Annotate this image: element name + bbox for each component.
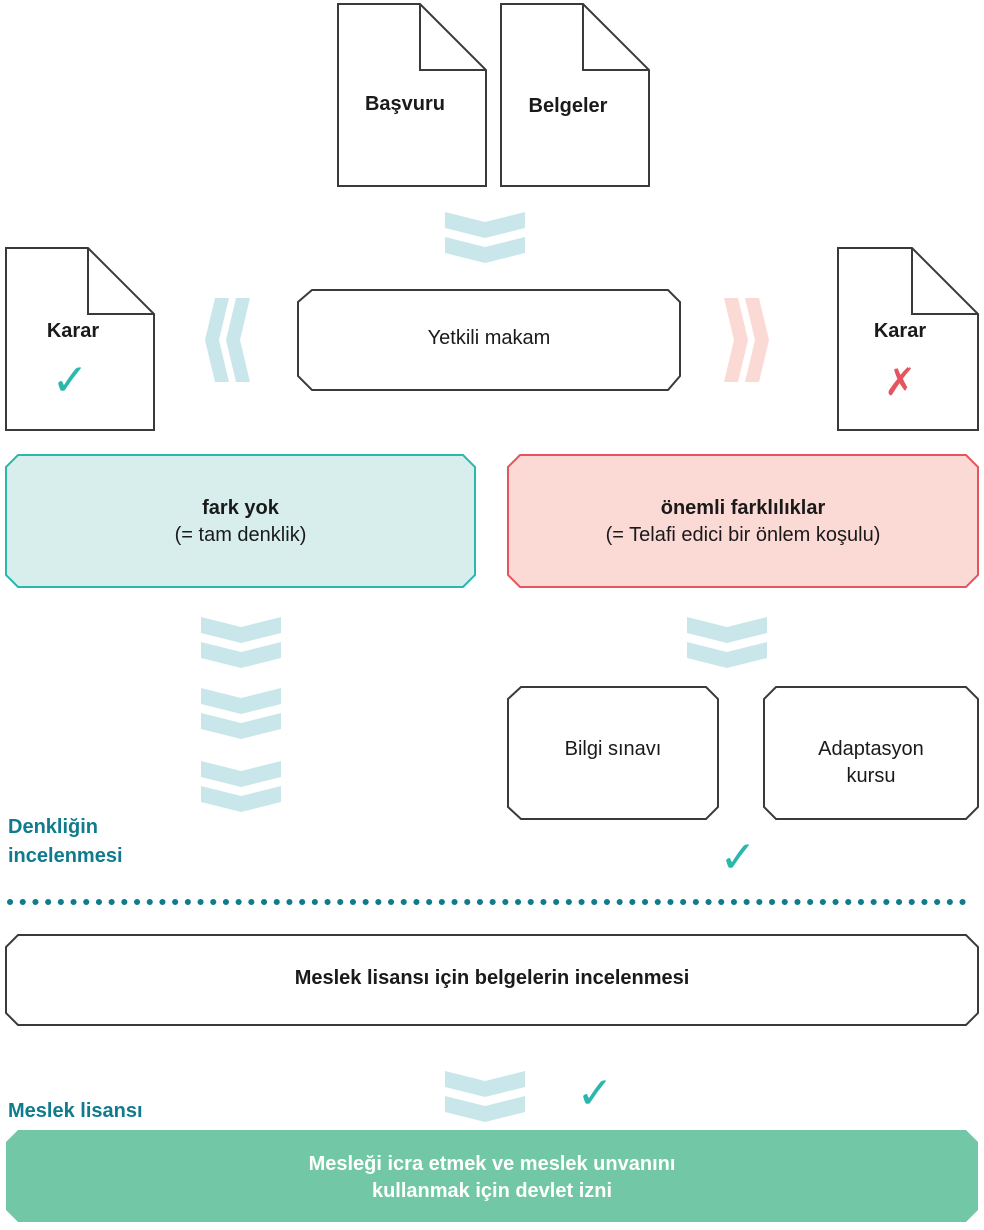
no-difference-title: fark yok — [202, 497, 279, 519]
state-permit-line2: kullanmak için devlet izni — [371, 1180, 613, 1202]
authority-box — [297, 289, 681, 391]
chevron-down-icon — [201, 617, 281, 812]
license-review-label: Meslek lisansı için belgelerin incelenme… — [294, 967, 690, 989]
authority-label: Yetkili makam — [427, 327, 551, 349]
section-license-title: Meslek lisansı — [8, 1100, 143, 1122]
checkmark-icon: ✓ — [719, 832, 757, 883]
state-permit-line1: Mesleği icra etmek ve meslek unvanını — [308, 1153, 676, 1175]
section-equivalence-title-line2: incelenmesi — [8, 845, 123, 867]
chevron-down-icon — [445, 1071, 525, 1122]
documents-document-icon — [500, 3, 650, 187]
chevron-left-icon — [205, 298, 250, 382]
significant-differences-title: önemli farklılıklar — [660, 497, 826, 519]
decision-left-title: Karar — [46, 320, 100, 342]
checkmark-icon: ✓ — [576, 1068, 614, 1119]
adaptation-course-label-line2: kursu — [846, 765, 896, 787]
decision-approved-document-icon — [5, 247, 155, 431]
state-permit-box — [6, 1130, 978, 1222]
documents-label: Belgeler — [528, 95, 608, 117]
decision-right-title: Karar — [873, 320, 927, 342]
chevron-down-icon — [687, 617, 767, 668]
significant-differences-subtitle: (= Telafi edici bir önlem koşulu) — [605, 524, 881, 546]
application-label: Başvuru — [364, 93, 446, 115]
adaptation-course-label-line1: Adaptasyon — [818, 738, 924, 760]
knowledge-exam-box — [507, 686, 719, 820]
decision-rejected-document-icon — [837, 247, 979, 431]
no-difference-box — [5, 454, 476, 588]
cross-icon: ✗ — [884, 360, 916, 404]
license-review-box — [5, 934, 979, 1026]
checkmark-icon: ✓ — [51, 355, 89, 406]
adaptation-course-box — [763, 686, 979, 820]
section-equivalence-title-line1: Denkliğin — [8, 816, 99, 838]
chevron-right-icon — [724, 298, 769, 382]
significant-differences-box — [507, 454, 979, 588]
chevron-down-icon — [445, 212, 525, 263]
no-difference-subtitle: (= tam denklik) — [174, 524, 307, 546]
application-document-icon — [337, 3, 487, 187]
knowledge-exam-label: Bilgi sınavı — [564, 738, 662, 760]
